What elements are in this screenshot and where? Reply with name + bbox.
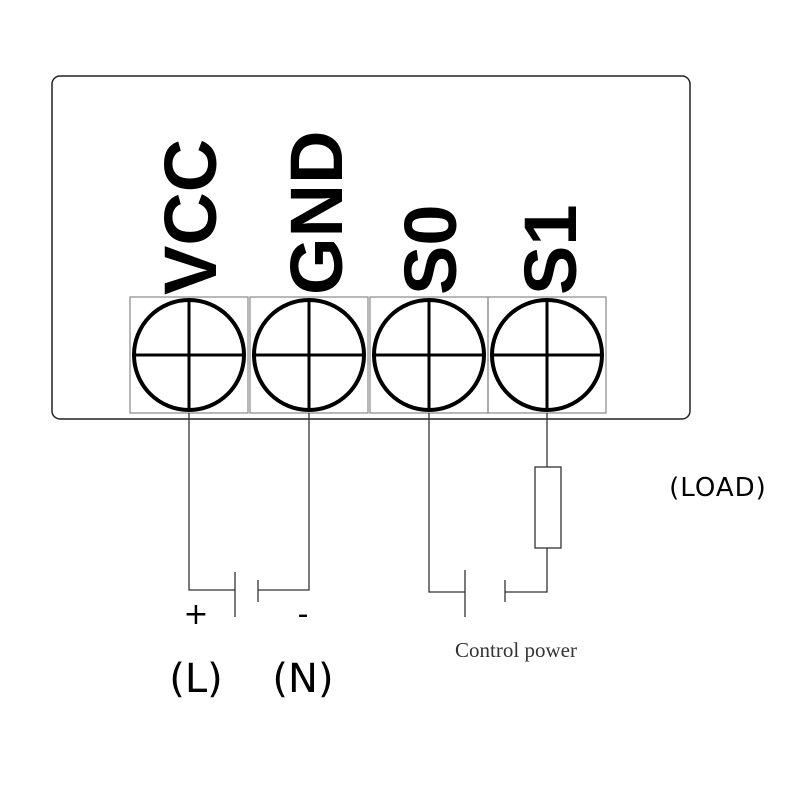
neutral-label: (N) [272,656,333,702]
terminal-label-s1: S1 [509,204,592,295]
terminal-screw-gnd [249,296,369,414]
terminal-screw-vcc [129,296,249,414]
control-circuit [428,413,562,617]
terminal-screw-s0 [369,296,489,414]
line-label: (L) [169,656,223,702]
power-supply-circuit [188,413,310,617]
vcc-wire [188,413,235,591]
gnd-wire [258,413,310,591]
terminal-block [129,296,607,414]
terminal-label-gnd: GND [275,131,358,295]
load-label: (LOAD) [669,473,767,503]
control-power-label: Control power [455,638,577,662]
s0-wire [428,413,465,593]
terminal-label-vcc: VCC [149,139,232,295]
s1-return-wire [505,548,548,593]
plus-sign: + [183,597,208,632]
load-resistor [534,466,562,549]
terminal-label-s0: S0 [389,204,472,295]
minus-sign: - [298,597,309,632]
